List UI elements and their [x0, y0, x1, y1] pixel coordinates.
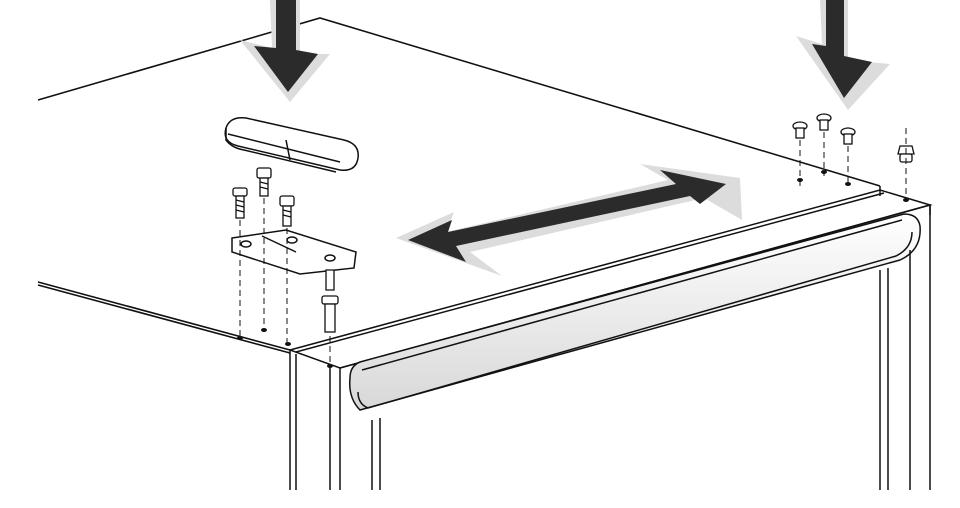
plug	[816, 113, 832, 131]
cabinet-left-edge	[37, 281, 291, 351]
hinge-pin	[321, 269, 339, 333]
arrow-down-right	[796, 0, 890, 110]
screw	[232, 187, 248, 219]
arrow-down-left	[240, 0, 330, 102]
plug	[840, 127, 856, 145]
alignment-lines-right	[799, 128, 907, 200]
double-arrow	[396, 164, 742, 276]
hinge-plate	[231, 229, 357, 275]
alignment-lines	[239, 198, 331, 362]
mounting-holes-right	[797, 170, 909, 202]
screw	[279, 195, 295, 227]
hinge-cover	[224, 116, 359, 173]
cabinet-right-corner	[879, 186, 931, 215]
door-handle-channel	[348, 213, 921, 411]
left-hinge-assembly	[224, 116, 359, 368]
door	[287, 189, 933, 490]
screw	[256, 167, 272, 197]
plug	[792, 121, 808, 139]
right-parts	[792, 113, 915, 202]
cabinet-top	[37, 17, 881, 354]
cabinet-back-edge	[37, 17, 881, 187]
mounting-holes	[237, 328, 333, 368]
